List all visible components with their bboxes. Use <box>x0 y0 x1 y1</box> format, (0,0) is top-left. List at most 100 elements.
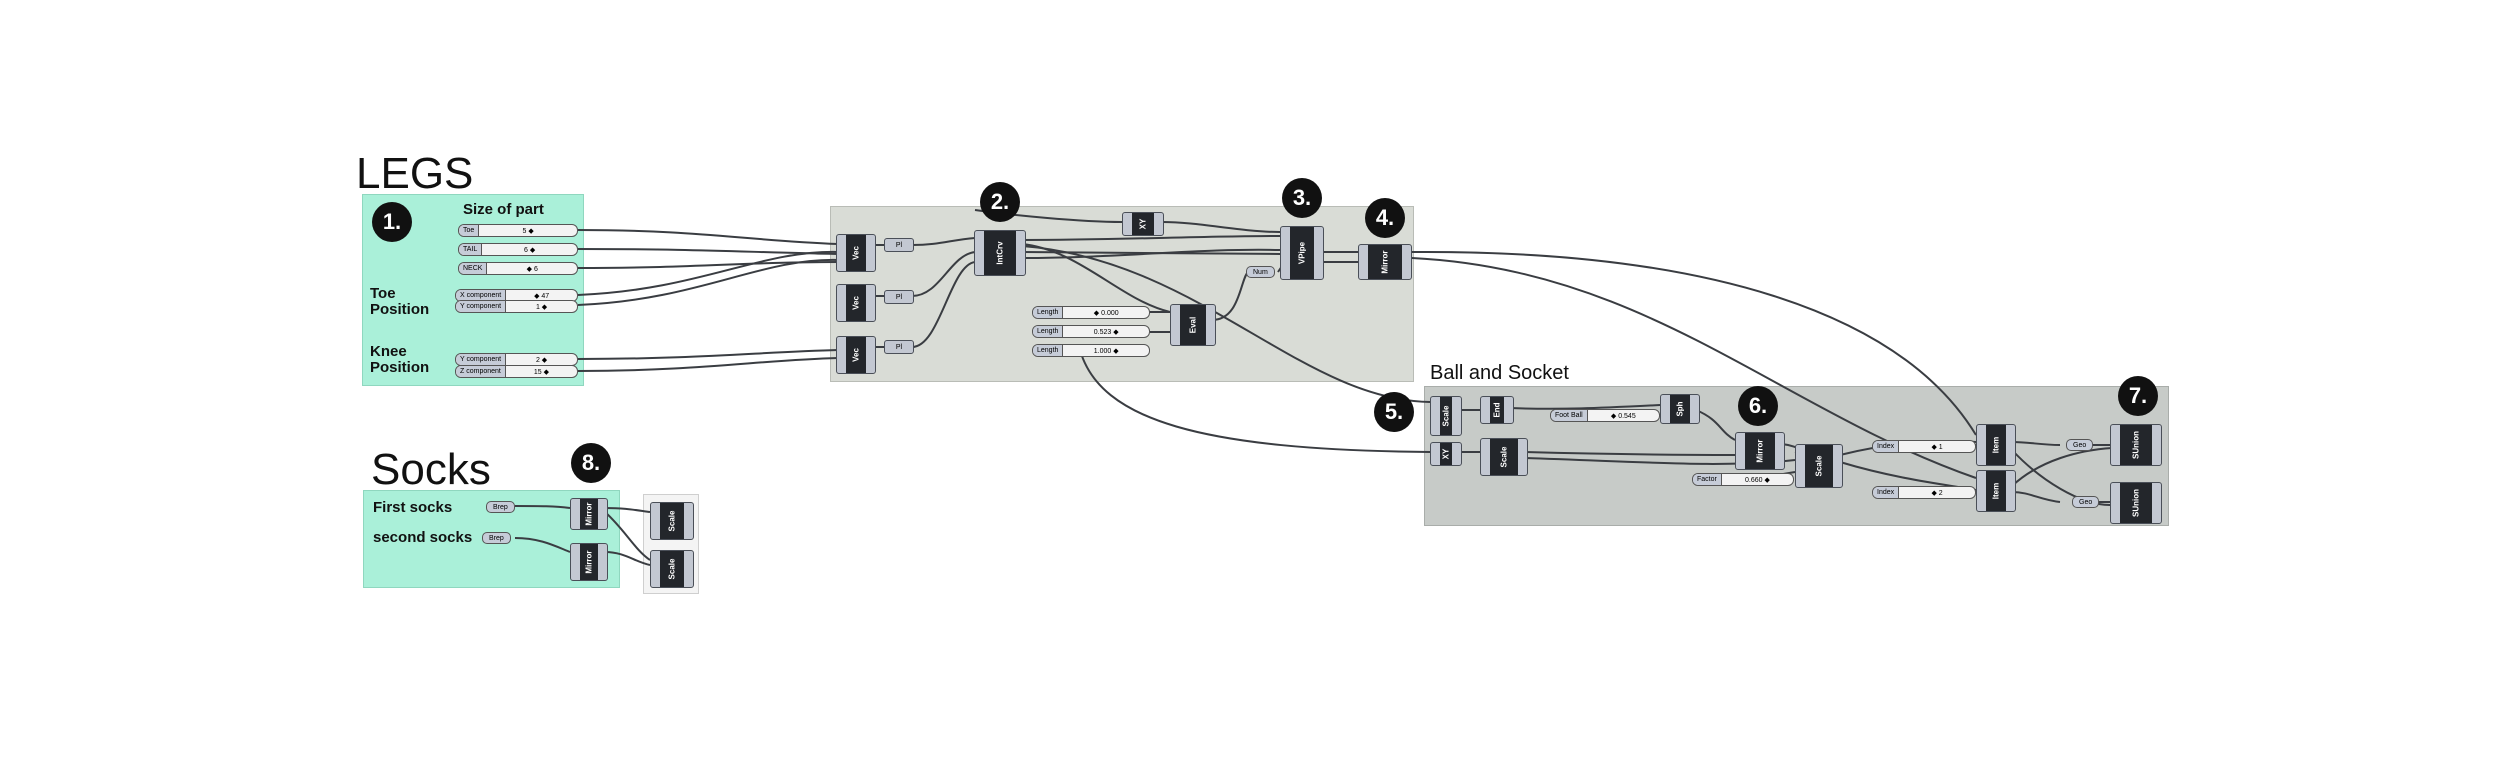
component-name: Mirror <box>584 550 594 574</box>
mirror-component-socks-1[interactable]: Mirror <box>570 498 608 530</box>
knee-position-label: Knee Position <box>370 343 430 376</box>
mirror-component-legs[interactable]: Mirror <box>1358 244 1412 280</box>
step-badge-5: 5. <box>1374 392 1414 432</box>
pl-component-3[interactable]: Pl <box>884 340 914 354</box>
slider-label: Length <box>1033 326 1064 337</box>
slider-value: ◆ 0.000 <box>1093 309 1119 317</box>
neck-size-slider[interactable]: NECK◆ 6 <box>458 262 578 275</box>
vec-component-3[interactable]: Vec <box>836 336 876 374</box>
slider-value: ◆ 47 <box>534 292 550 300</box>
param-name: Geo <box>2073 441 2087 449</box>
component-name: Mirror <box>1380 250 1390 274</box>
scale-component-6[interactable]: Scale <box>1795 444 1843 488</box>
scale-component-5a[interactable]: Scale <box>1430 396 1462 436</box>
toe-y-component-slider[interactable]: Y component 1 ◆ <box>455 300 578 313</box>
wire <box>577 229 839 245</box>
item-component-1[interactable]: Item <box>1976 424 2016 466</box>
intcrv-component[interactable]: IntCrv <box>974 230 1026 276</box>
slider-value: 0.660 ◆ <box>1744 476 1770 484</box>
step-badge-7: 7. <box>2118 376 2158 416</box>
wire <box>1509 404 1661 410</box>
param-name: Brep <box>493 503 508 511</box>
slider-value: 1 ◆ <box>535 303 548 311</box>
toe-x-component-slider[interactable]: X component ◆ 47 <box>455 289 578 302</box>
wire <box>604 507 651 513</box>
slider-label: TAIL <box>459 244 483 255</box>
slider-label: Index <box>1873 441 1900 452</box>
slider-label: Factor <box>1693 474 1722 485</box>
wire <box>577 357 839 372</box>
slider-label: Index <box>1873 487 1900 498</box>
xy-component[interactable]: XY <box>1122 212 1164 236</box>
wire <box>1079 349 1431 453</box>
slider-label: Foot Ball <box>1551 410 1588 421</box>
factor-slider[interactable]: Factor 0.660 ◆ <box>1692 473 1794 486</box>
wire <box>577 258 839 306</box>
wire <box>577 349 839 360</box>
component-name: Vec <box>851 246 861 260</box>
length-slider-1[interactable]: Length◆ 0.000 <box>1032 306 1150 319</box>
param-name: Geo <box>2079 498 2093 506</box>
component-name: End <box>1492 402 1502 418</box>
sunion-component-2[interactable]: SUnion <box>2110 482 2162 524</box>
foot-ball-slider[interactable]: Foot Ball◆ 0.545 <box>1550 409 1660 422</box>
xy-component-5[interactable]: XY <box>1430 442 1462 466</box>
vec-component-1[interactable]: Vec <box>836 234 876 272</box>
slider-label: Toe <box>459 225 480 236</box>
sunion-component-1[interactable]: SUnion <box>2110 424 2162 466</box>
wire <box>1021 235 1281 241</box>
wire <box>1161 221 1281 233</box>
mirror-component-socks-2[interactable]: Mirror <box>570 543 608 581</box>
component-name: Item <box>1991 482 2001 500</box>
scale-component-5b[interactable]: Scale <box>1480 438 1528 476</box>
ball-and-socket-title: Ball and Socket <box>1430 362 1569 384</box>
component-name: Pl <box>895 293 903 301</box>
pl-component-1[interactable]: Pl <box>884 238 914 252</box>
component-name: SUnion <box>2131 431 2141 459</box>
index-slider-1[interactable]: Index◆ 1 <box>1872 440 1976 453</box>
component-name: Pl <box>895 343 903 351</box>
eval-component[interactable]: Eval <box>1170 304 1216 346</box>
num-param[interactable]: Num <box>1246 266 1275 278</box>
component-name: Sph <box>1675 401 1685 417</box>
component-name: XY <box>1138 218 1148 230</box>
vec-component-2[interactable]: Vec <box>836 284 876 322</box>
scale-component-socks-1[interactable]: Scale <box>650 502 694 540</box>
component-name: Vec <box>851 348 861 362</box>
scale-component-socks-2[interactable]: Scale <box>650 550 694 588</box>
mirror-component-socket[interactable]: Mirror <box>1735 432 1785 470</box>
item-component-2[interactable]: Item <box>1976 470 2016 512</box>
vpipe-component[interactable]: VPipe <box>1280 226 1324 280</box>
end-component[interactable]: End <box>1480 396 1514 424</box>
brep-param-2[interactable]: Brep <box>482 532 511 544</box>
param-name: Num <box>1253 268 1268 276</box>
slider-label: X component <box>456 290 507 301</box>
wire <box>2011 447 2113 487</box>
sph-component[interactable]: Sph <box>1660 394 1700 424</box>
wire <box>911 237 976 246</box>
step-badge-3: 3. <box>1282 178 1322 218</box>
toe-position-label: Toe Position <box>370 285 430 318</box>
index-slider-2[interactable]: Index◆ 2 <box>1872 486 1976 499</box>
size-of-part-label: Size of part <box>463 201 544 218</box>
wire <box>2011 441 2061 446</box>
geo-param-1[interactable]: Geo <box>2066 439 2094 451</box>
geo-param-2[interactable]: Geo <box>2072 496 2100 508</box>
wire <box>1021 248 1281 259</box>
slider-label: Y component <box>456 301 507 312</box>
wire <box>604 551 651 566</box>
param-name: Brep <box>489 534 504 542</box>
slider-label: Z component <box>456 366 506 377</box>
component-name: Mirror <box>1755 439 1765 463</box>
brep-param-1[interactable]: Brep <box>486 501 515 513</box>
pl-component-2[interactable]: Pl <box>884 290 914 304</box>
wire <box>2011 491 2061 503</box>
step-badge-1: 1. <box>372 202 412 242</box>
wire <box>911 261 976 348</box>
step-badge-4: 4. <box>1365 198 1405 238</box>
